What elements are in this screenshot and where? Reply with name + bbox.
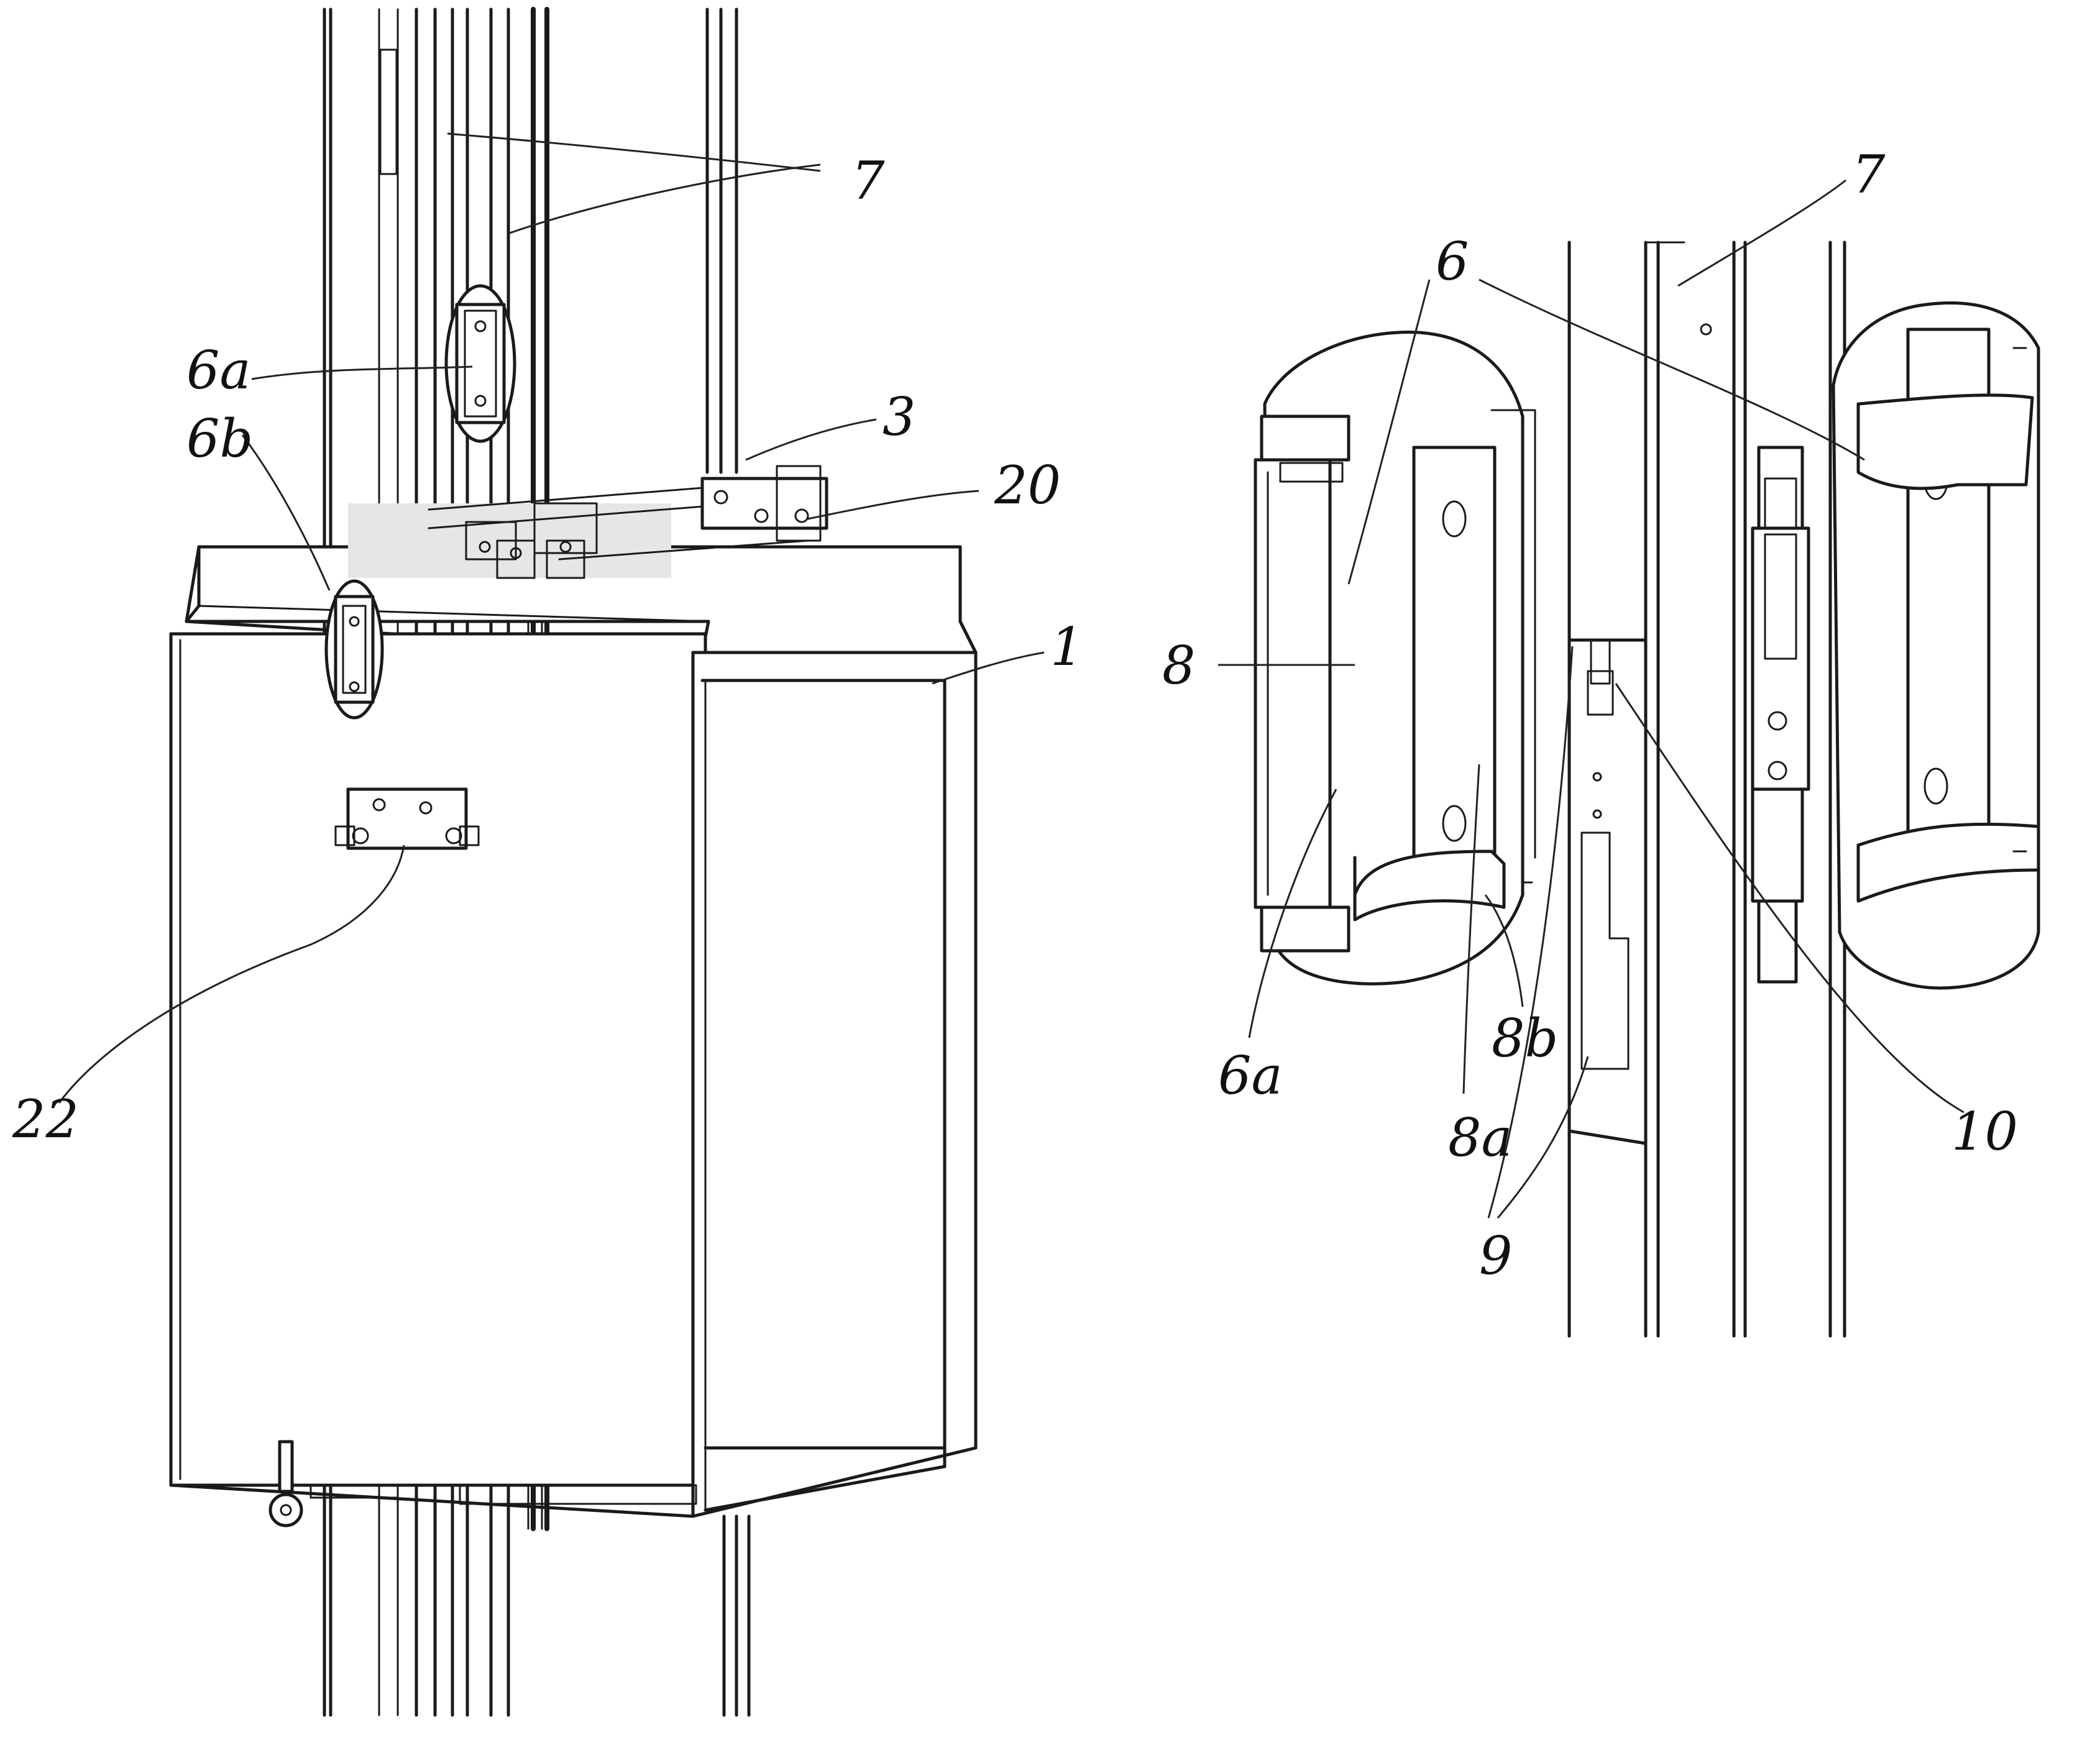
label-8b: 8b bbox=[1492, 1008, 1558, 1069]
latch-10 bbox=[1753, 447, 1809, 982]
roller-guide-6a-left bbox=[446, 286, 515, 441]
label-7-left: 7 bbox=[851, 150, 885, 211]
label-20: 20 bbox=[994, 455, 1061, 516]
label-10: 10 bbox=[1951, 1101, 2018, 1162]
label-6b: 6b bbox=[186, 408, 253, 469]
label-1: 1 bbox=[1050, 616, 1083, 677]
roller-assembly-right bbox=[1833, 303, 2038, 988]
roller-guide-detail-drawing bbox=[1255, 242, 2038, 1336]
bracket-22 bbox=[336, 789, 479, 848]
label-9: 9 bbox=[1479, 1225, 1512, 1286]
roller-guide-6b bbox=[326, 581, 382, 718]
label-6-right: 6 bbox=[1436, 231, 1469, 292]
label-7-right: 7 bbox=[1852, 144, 1886, 205]
roller-assembly-left bbox=[1255, 332, 1535, 984]
label-8a: 8a bbox=[1448, 1107, 1513, 1168]
car-body bbox=[171, 634, 976, 1516]
label-6a-left: 6a bbox=[186, 340, 251, 401]
label-8: 8 bbox=[1162, 635, 1195, 696]
label-3: 3 bbox=[883, 387, 915, 447]
car-top-frame bbox=[186, 478, 976, 652]
slotted-plate bbox=[1569, 640, 1646, 1143]
elevator-car-drawing bbox=[171, 9, 976, 1715]
label-22: 22 bbox=[12, 1089, 79, 1150]
label-6a-right: 6a bbox=[1218, 1045, 1283, 1106]
